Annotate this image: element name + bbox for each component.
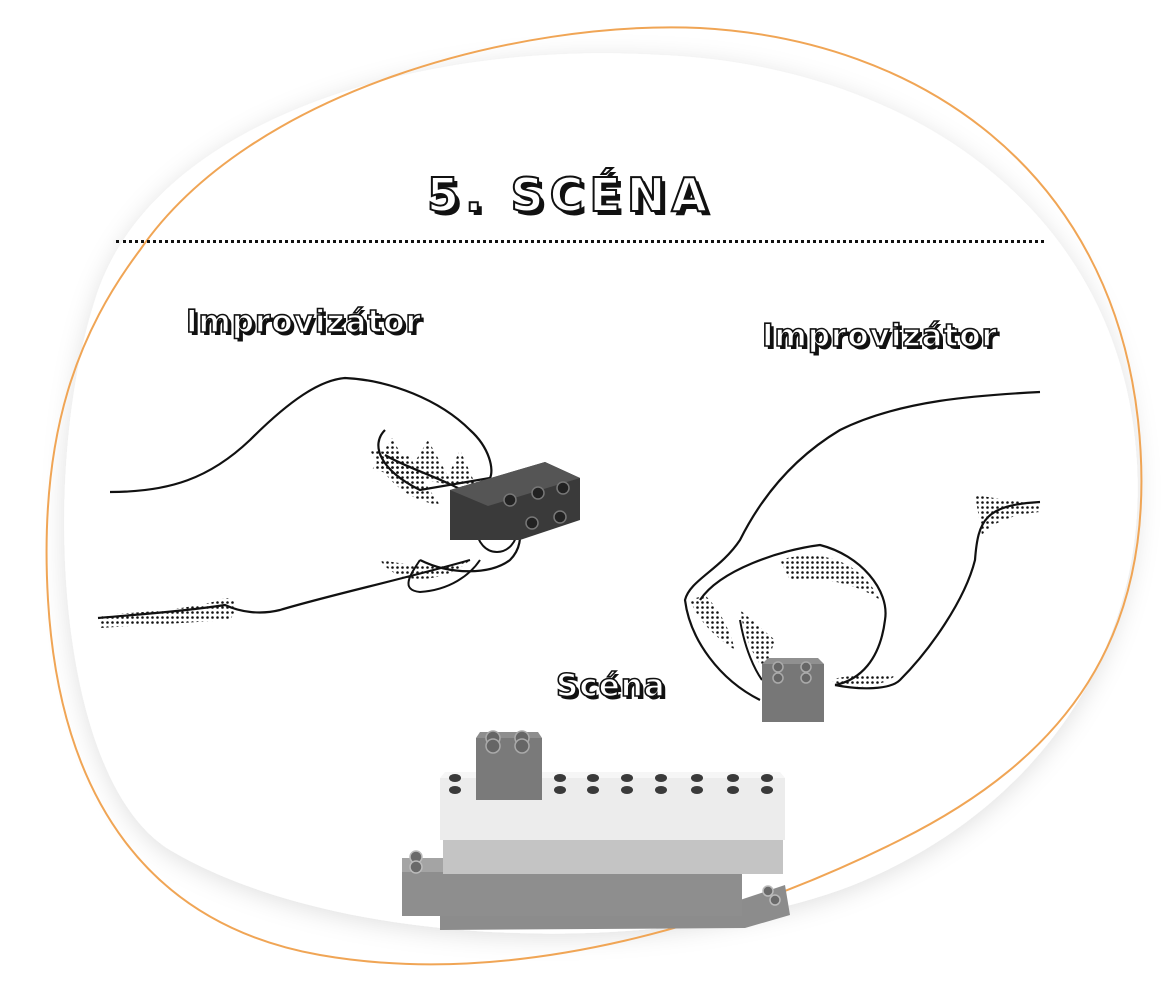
left-actor-label: Improvizátor [185, 303, 422, 341]
right-hand-illustration [683, 390, 1041, 701]
page-title: 5. SCÉNA [426, 167, 713, 223]
scene-label: Scéna [555, 667, 666, 705]
accent-outline-curve [45, 26, 1143, 966]
dotted-divider [116, 240, 1044, 243]
right-actor-label: Improvizátor [761, 317, 998, 355]
left-hand-illustration [97, 376, 521, 628]
lego-brick-small-icon [762, 658, 824, 722]
lego-stack-icon [402, 730, 790, 930]
lego-brick-icon [450, 462, 580, 540]
background-blob [64, 53, 1138, 934]
